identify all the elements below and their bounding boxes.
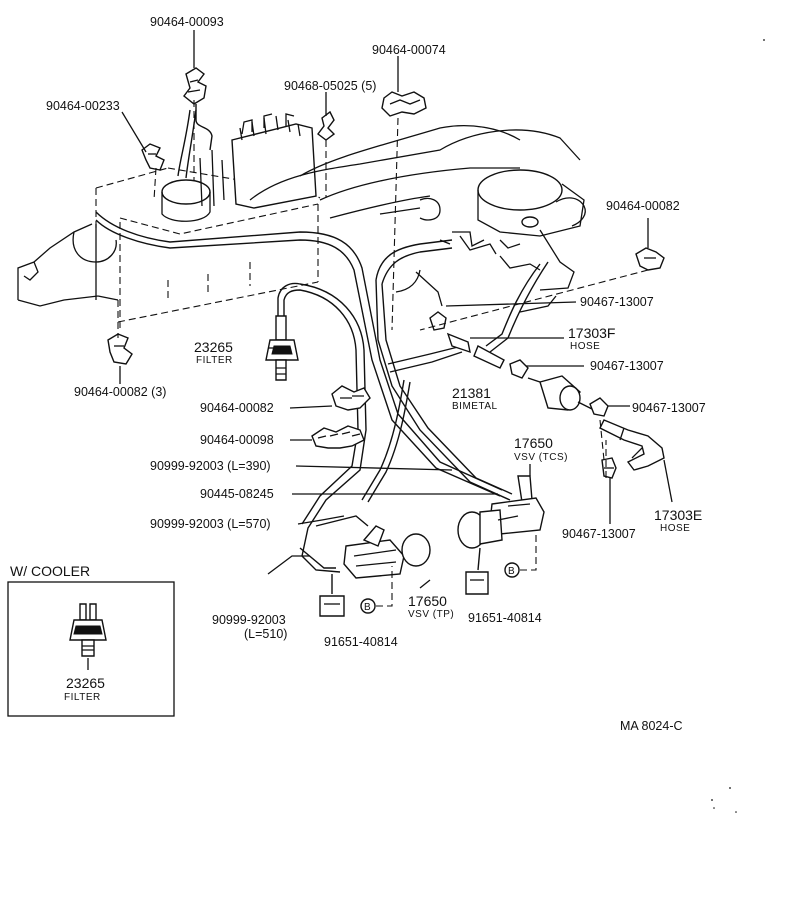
label-21381: 21381: [452, 385, 491, 401]
label-17650-tcs: 17650: [514, 435, 553, 451]
engine-outline: [17, 113, 586, 330]
label-90464-00074: 90464-00074: [372, 43, 446, 57]
clip-90464-00082-mid: [331, 385, 371, 411]
cooler-frame: [7, 581, 175, 717]
throttle-body-port: [161, 179, 211, 205]
label-90467-13007-c: 90467-13007: [632, 401, 706, 415]
label-90464-00093: 90464-00093: [150, 15, 224, 29]
vsv-tp-17650: [319, 525, 431, 617]
clip-90468-05025: [317, 110, 336, 141]
clip-90464-00233: [141, 143, 165, 171]
scan-specks: [711, 39, 765, 813]
plenum-port: [477, 169, 563, 211]
cooler-filter-name: FILTER: [64, 692, 101, 703]
label-91651-40814-left: 91651-40814: [324, 635, 398, 649]
label-90445-08245: 90445-08245: [200, 487, 274, 501]
cooler-title: W/ COOLER: [10, 563, 90, 579]
hose-17303E: [599, 419, 665, 471]
label-23265: 23265: [194, 339, 233, 355]
b-marker-right: [504, 562, 520, 578]
label-90999-92003-510-length: (L=510): [244, 627, 287, 641]
clip-90464-00093: [177, 67, 213, 179]
assembly-lines: [117, 100, 649, 478]
label-23265-name: FILTER: [196, 355, 233, 366]
label-21381-name: BIMETAL: [452, 401, 498, 412]
label-17650-tp: 17650: [408, 593, 447, 609]
bimetal-21381: [527, 375, 595, 411]
label-90999-92003-570: 90999-92003 (L=570): [150, 517, 271, 531]
label-17303F-name: HOSE: [570, 341, 600, 352]
vacuum-lines: [95, 211, 549, 573]
label-17650-tcs-name: VSV (TCS): [514, 452, 568, 463]
label-90467-13007-a: 90467-13007: [580, 295, 654, 309]
label-17650-tp-name: VSV (TP): [408, 609, 454, 620]
b-marker-left-label: B: [364, 602, 371, 613]
label-90464-00233: 90464-00233: [46, 99, 120, 113]
leader-lines: [119, 30, 673, 589]
part-labels: 90464-00093 90464-00074 90464-00233 9046…: [10, 15, 706, 733]
label-90468-05025: 90468-05025 (5): [284, 79, 376, 93]
filter-23265: [265, 315, 299, 381]
b-marker-left: [360, 598, 376, 614]
cooler-inset: [7, 581, 175, 717]
clip-90464-00082-3: [107, 333, 133, 365]
label-90464-00082-3: 90464-00082 (3): [74, 385, 166, 399]
hose-17303F: [446, 332, 505, 369]
clip-90464-00098: [311, 425, 365, 449]
label-90467-13007-d: 90467-13007: [562, 527, 636, 541]
clip-90467-13007-b: [509, 359, 529, 379]
clip-90467-13007-d: [601, 457, 617, 479]
label-90464-00082-mid: 90464-00082: [200, 401, 274, 415]
reference-code: MA 8024-C: [620, 719, 683, 733]
label-90467-13007-b: 90467-13007: [590, 359, 664, 373]
label-90464-00082-top: 90464-00082: [606, 199, 680, 213]
components: [107, 67, 665, 617]
clip-90464-00082-top: [635, 247, 665, 271]
label-90999-92003-510: 90999-92003: [212, 613, 286, 627]
label-90999-92003-390: 90999-92003 (L=390): [150, 459, 271, 473]
label-17303F: 17303F: [568, 325, 615, 341]
label-91651-40814-right: 91651-40814: [468, 611, 542, 625]
distributor-cap: [231, 123, 317, 209]
clip-90467-13007-c: [589, 397, 609, 417]
label-17303E: 17303E: [654, 507, 702, 523]
vsv-tcs-17650: [457, 475, 545, 595]
clip-90464-00074: [381, 91, 427, 117]
b-marker-right-label: B: [508, 566, 515, 577]
label-17303E-name: HOSE: [660, 523, 690, 534]
cooler-filter-number: 23265: [66, 675, 105, 691]
label-90464-00098: 90464-00098: [200, 433, 274, 447]
